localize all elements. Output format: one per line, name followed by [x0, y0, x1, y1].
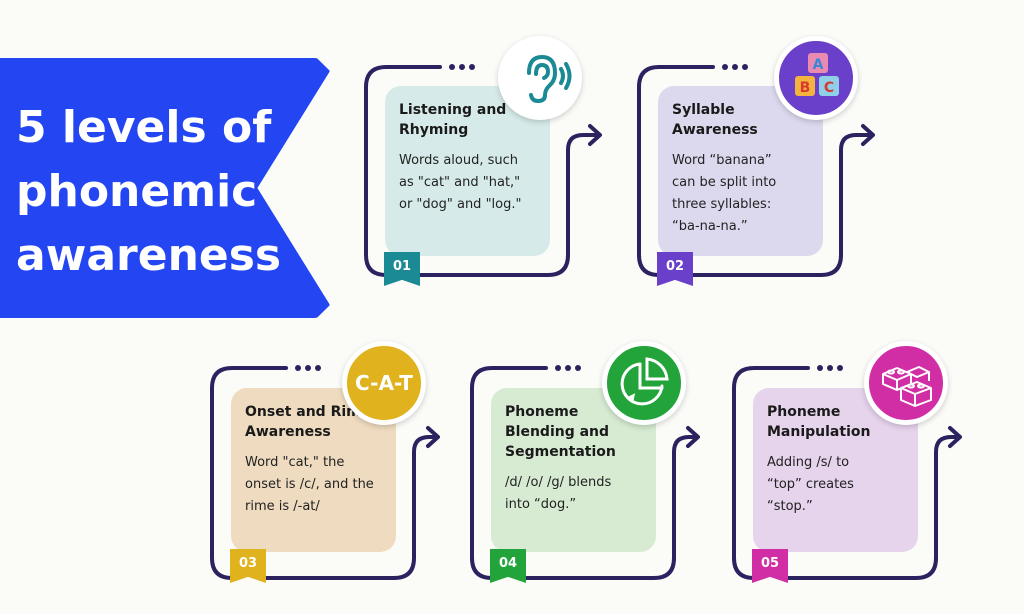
- level-description: /d/ /o/ /g/ blends into “dog.”: [505, 475, 612, 512]
- ear-icon: [498, 36, 582, 120]
- level-card-03: Onset and Rime Awareness Word "cat," the…: [231, 388, 396, 552]
- building-blocks-icon: [864, 341, 948, 425]
- icon-label: C-A-T: [355, 371, 413, 395]
- svg-text:C: C: [824, 80, 834, 96]
- level-title: Phoneme Blending and Segmentation: [505, 404, 616, 460]
- level-title: Syllable Awareness: [672, 102, 758, 138]
- page-title: 5 levels of phonemic awareness: [16, 102, 282, 281]
- cat-letters-icon: C-A-T: [342, 341, 426, 425]
- svg-text:A: A: [813, 57, 824, 73]
- level-title: Phoneme Manipulation: [767, 404, 871, 440]
- level-description: Adding /s/ to “top” creates “stop.”: [767, 455, 854, 514]
- level-title: Listening and Rhyming: [399, 102, 507, 138]
- level-description: Word “banana” can be split into three sy…: [672, 153, 777, 234]
- svg-text:B: B: [800, 80, 811, 96]
- abc-blocks-icon: A B C: [774, 36, 858, 120]
- level-description: Word "cat," the onset is /c/, and the ri…: [245, 455, 374, 514]
- pie-segment-icon: [602, 341, 686, 425]
- level-description: Words aloud, such as "cat" and "hat," or…: [399, 153, 522, 212]
